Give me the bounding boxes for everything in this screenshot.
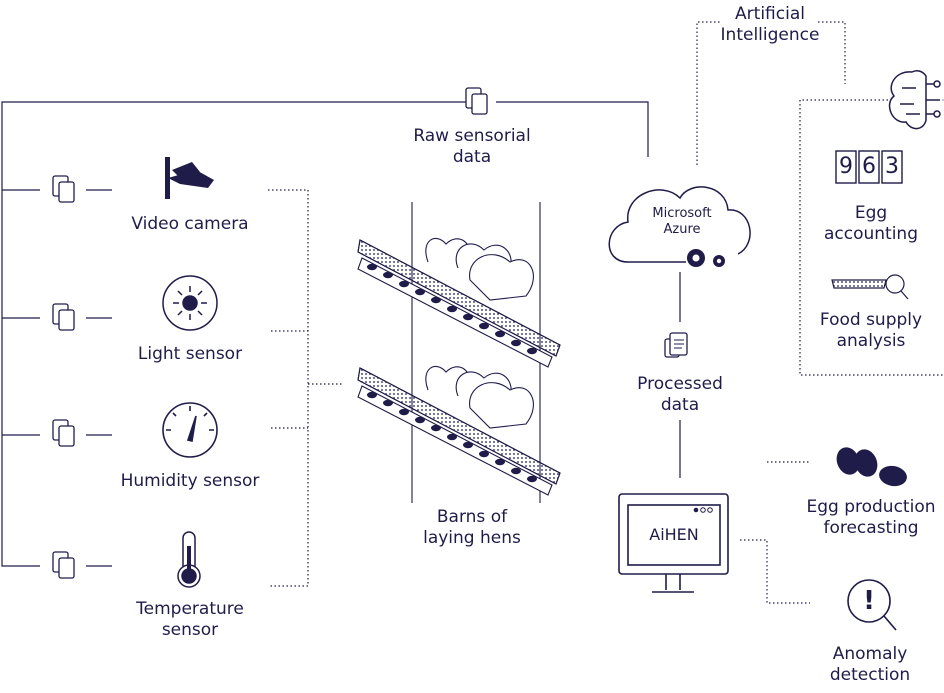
counter-digit-3: 3: [885, 154, 899, 179]
ai-label-line2: Intelligence: [720, 25, 820, 45]
sensor-label-light-text: Light sensor: [137, 344, 243, 364]
processed-data-doc-icon: [664, 332, 688, 358]
forecast-label-line2: forecasting: [823, 518, 919, 538]
anomaly-alert-icon: [847, 579, 897, 631]
ai-label: Artificial Intelligence: [700, 4, 840, 46]
raw-data-label-line2: data: [452, 147, 492, 167]
connector-lines: [1, 101, 681, 567]
forecast-label-line1: Egg production: [806, 497, 936, 517]
light-sensor-icon: [162, 275, 218, 331]
processed-data-label: Processed data: [610, 374, 750, 416]
egg-accounting-label: Egg accounting: [796, 203, 944, 245]
barns-illustration: [357, 202, 561, 503]
egg-counter-icon: [835, 150, 903, 184]
sensor-doc-icon-2: [52, 303, 75, 331]
barns-label-line1: Barns of: [436, 507, 508, 527]
azure-label: Microsoft Azure: [632, 206, 732, 238]
sensor-doc-icon-4: [52, 551, 75, 579]
processed-data-label-line1: Processed: [637, 374, 723, 394]
raw-data-doc-icon: [465, 87, 488, 115]
gears-icon: [687, 249, 725, 267]
processed-data-label-line2: data: [660, 395, 700, 415]
dotted-lines: [268, 21, 944, 604]
egg-accounting-label-line2: accounting: [823, 224, 918, 244]
counter-digit-1: 9: [839, 154, 853, 179]
raw-data-label-line1: Raw sensorial: [413, 126, 531, 146]
eggs-icon: [836, 447, 907, 487]
video-camera-icon: [165, 157, 214, 199]
sensor-label-temperature: Temperature sensor: [110, 599, 270, 641]
counter-digit-2: 6: [862, 154, 876, 179]
sensor-label-humidity-text: Humidity sensor: [120, 471, 260, 491]
barns-label-line2: laying hens: [423, 528, 521, 548]
azure-label-line2: Azure: [663, 222, 701, 237]
sensor-label-video-text: Video camera: [131, 214, 249, 234]
food-supply-label-line1: Food supply: [819, 310, 923, 330]
anomaly-label-line1: Anomaly: [832, 644, 908, 664]
egg-accounting-label-line1: Egg: [854, 203, 888, 223]
aihen-monitor-icon: [618, 493, 729, 593]
ai-brain-icon: [888, 70, 944, 130]
sensor-doc-icon-3: [52, 419, 75, 447]
forecast-label: Egg production forecasting: [798, 497, 944, 539]
raw-data-label: Raw sensorial data: [392, 126, 552, 168]
sensor-doc-icon-1: [52, 175, 75, 203]
anomaly-label-line2: detection: [829, 665, 911, 685]
barns-label: Barns of laying hens: [392, 507, 552, 549]
sensor-label-humidity: Humidity sensor: [100, 471, 280, 492]
azure-cloud-icon: [608, 186, 751, 263]
ai-label-line1: Artificial: [735, 4, 805, 24]
food-supply-label: Food supply analysis: [796, 310, 944, 352]
food-supply-icon: [831, 274, 909, 300]
thermometer-icon: [177, 531, 201, 588]
sensor-label-temperature-line1: Temperature: [136, 599, 244, 619]
anomaly-symbol: !: [863, 586, 875, 616]
aihen-screen-label: AiHEN: [649, 525, 699, 544]
sensor-label-temperature-line2: sensor: [161, 620, 219, 640]
azure-label-line1: Microsoft: [652, 206, 712, 221]
sensor-label-light: Light sensor: [110, 344, 270, 365]
humidity-gauge-icon: [162, 402, 218, 458]
food-supply-label-line2: analysis: [836, 331, 906, 351]
anomaly-label: Anomaly detection: [800, 644, 940, 686]
sensor-label-video: Video camera: [110, 214, 270, 235]
